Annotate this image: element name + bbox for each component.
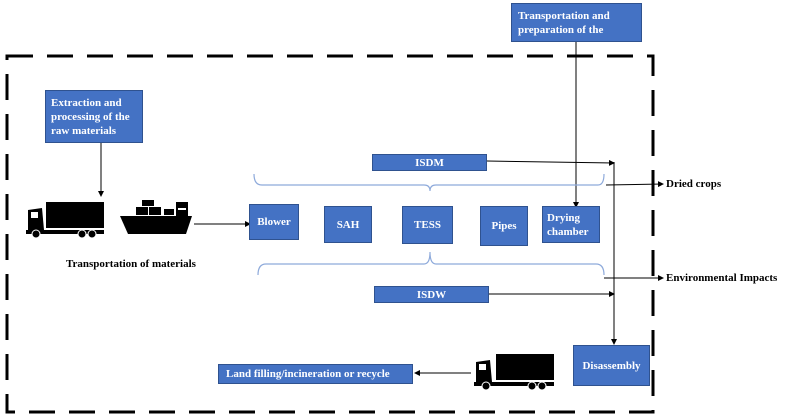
box-isdm: ISDM	[372, 154, 487, 171]
box-isdw: ISDW	[374, 286, 489, 303]
box-pipes: Pipes	[480, 206, 528, 246]
box-drying-chamber: Drying chamber	[542, 206, 600, 243]
truck-icon	[474, 354, 554, 391]
label-dried-crops: Dried crops	[666, 178, 722, 190]
box-landfill: Land filling/incineration or recycle	[218, 364, 413, 384]
label-transport-materials: Transportation of materials	[66, 258, 196, 270]
box-sah: SAH	[324, 206, 372, 243]
box-tess: TESS	[402, 206, 453, 244]
box-blower: Blower	[249, 204, 299, 240]
arrow-isdm-right	[486, 159, 615, 166]
arrow-dried-crops	[605, 181, 664, 188]
label-environmental-impacts: Environmental Impacts	[666, 272, 778, 284]
system-boundary	[5, 54, 655, 414]
box-extraction: Extraction and processing of the raw mat…	[45, 90, 143, 143]
truck-icon	[26, 202, 104, 239]
box-transport-prep: Transportation and preparation of the	[511, 3, 642, 42]
brace-bottom	[257, 251, 605, 276]
cargo-ship-icon	[120, 200, 192, 234]
box-disassembly: Disassembly	[573, 345, 650, 386]
brace-top	[253, 173, 605, 192]
